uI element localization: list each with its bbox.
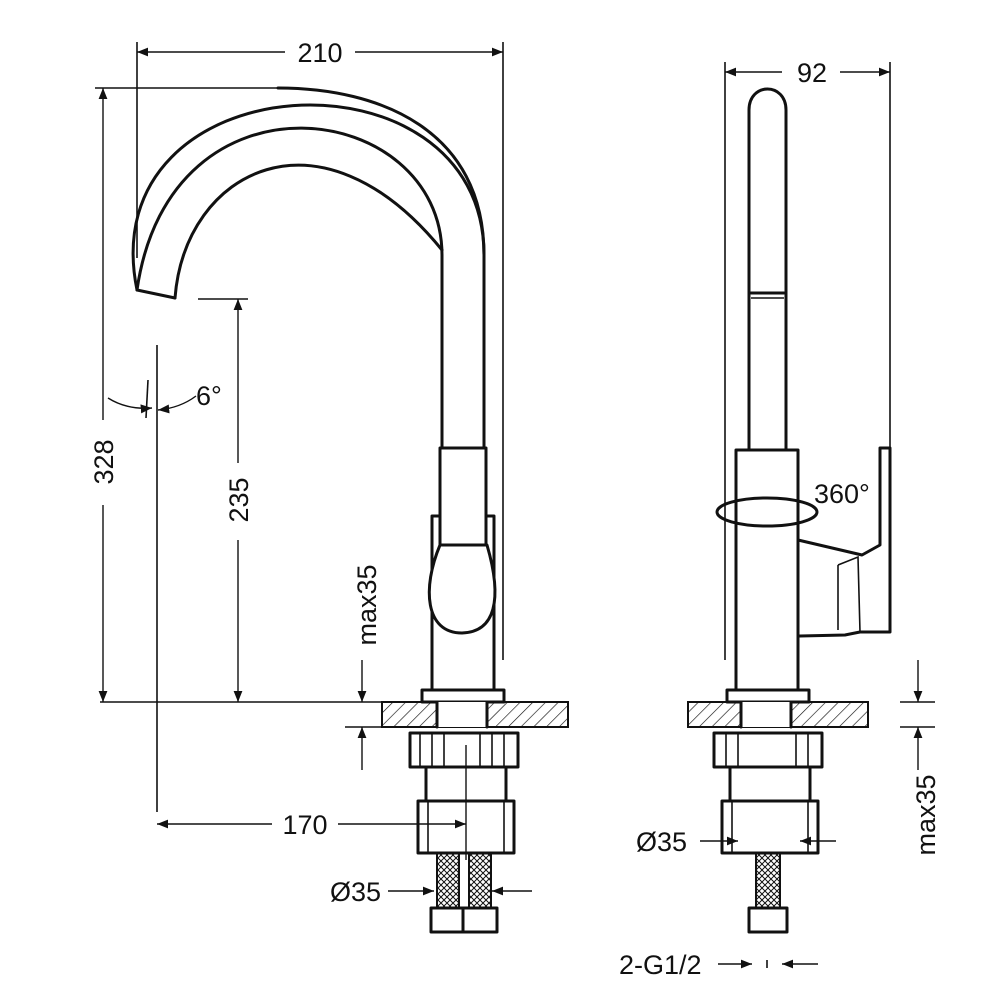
dim-spout-tilt: 6° bbox=[107, 345, 222, 812]
tilt-6-label: 6° bbox=[196, 381, 222, 411]
side-deck bbox=[687, 700, 869, 729]
dim-spout-reach: 170 bbox=[157, 810, 466, 840]
side-view: 360° bbox=[619, 58, 941, 980]
dim-connection-thread: 2-G1/2 bbox=[619, 950, 818, 980]
connection-2-g12-label: 2-G1/2 bbox=[619, 950, 702, 980]
dim-deck-thickness-side: max35 bbox=[900, 660, 941, 856]
front-view: 210 328 235 6° max35 bbox=[89, 38, 569, 934]
dim-spout-height: 235 bbox=[198, 298, 254, 702]
dim-hole-diameter-side: Ø35 bbox=[636, 827, 836, 857]
reach-170-label: 170 bbox=[282, 810, 327, 840]
depth-92-label: 92 bbox=[797, 58, 827, 88]
dim-hole-diameter-front: Ø35 bbox=[330, 877, 532, 907]
height-328-label: 328 bbox=[89, 439, 119, 484]
front-body bbox=[420, 446, 506, 704]
side-rotation-indicator: 360° bbox=[715, 479, 870, 528]
dim-overall-width: 210 bbox=[136, 38, 504, 660]
rotation-360-label: 360° bbox=[814, 479, 870, 509]
front-deck bbox=[100, 700, 569, 729]
spout-height-235-label: 235 bbox=[224, 477, 254, 522]
width-210-label: 210 bbox=[297, 38, 342, 68]
side-supply-hose bbox=[747, 852, 789, 934]
front-supply-hoses bbox=[429, 852, 499, 934]
side-mounting-nut bbox=[712, 731, 824, 855]
front-mounting-nut bbox=[408, 731, 520, 860]
dim-deck-thickness-front: max35 bbox=[345, 564, 382, 770]
front-diameter-35-label: Ø35 bbox=[330, 877, 381, 907]
front-max35-label: max35 bbox=[352, 564, 382, 645]
dim-overall-height: 328 bbox=[89, 87, 278, 702]
side-max35-label: max35 bbox=[911, 774, 941, 855]
front-spout bbox=[131, 86, 486, 454]
side-diameter-35-label: Ø35 bbox=[636, 827, 687, 857]
dim-overall-depth: 92 bbox=[724, 58, 891, 660]
side-spout bbox=[725, 87, 892, 704]
